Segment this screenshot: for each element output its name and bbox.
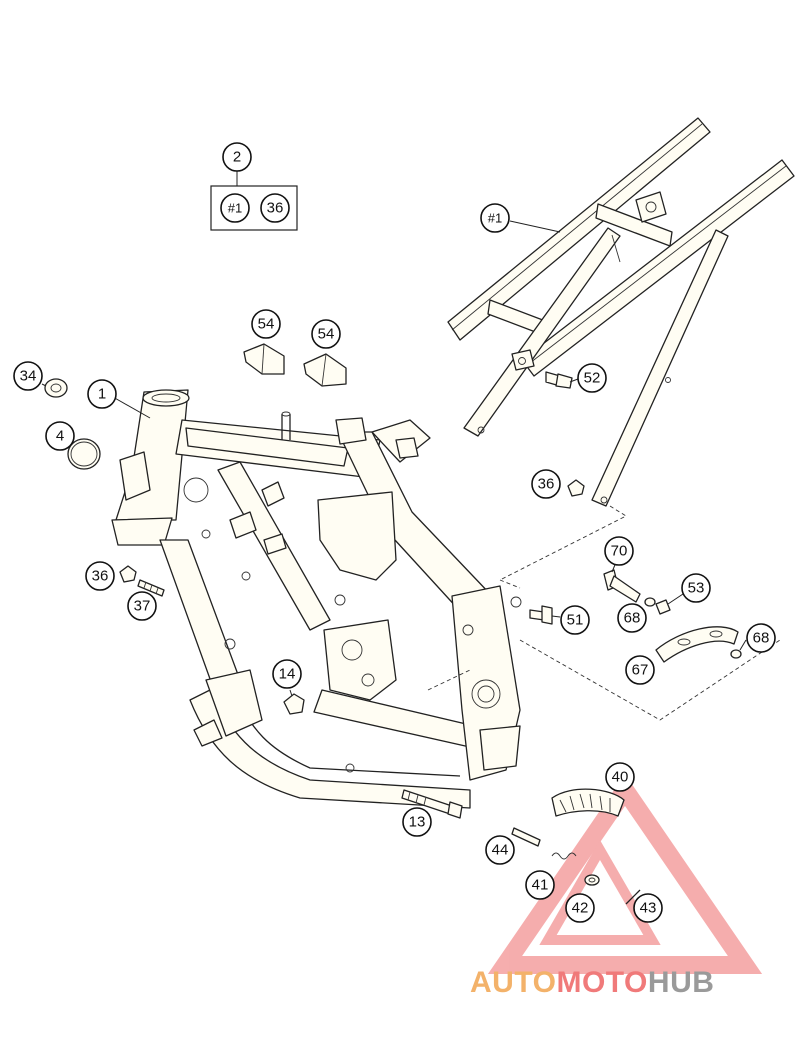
subframe — [447, 117, 795, 507]
svg-text:4: 4 — [56, 428, 64, 445]
part-14-nut — [283, 693, 305, 715]
svg-text:37: 37 — [134, 598, 151, 615]
part-40-footpeg — [551, 788, 625, 817]
callout-70[interactable]: 70 — [604, 536, 634, 566]
svg-text:36: 36 — [267, 200, 284, 217]
svg-text:13: 13 — [409, 814, 426, 831]
svg-text:41: 41 — [532, 877, 549, 894]
svg-text:54: 54 — [318, 326, 335, 343]
part-68-washer-a — [644, 597, 656, 607]
assembly-lines — [427, 505, 781, 721]
callout-36-right[interactable]: 36 — [531, 469, 561, 499]
svg-text:AUTOMOTOHUB: AUTOMOTOHUB — [470, 966, 714, 999]
callout-labels: 2 #1 36 #1 54 54 34 1 4 52 36 70 53 68 5… — [13, 142, 776, 923]
part-13-bolt — [401, 789, 463, 819]
svg-text:34: 34 — [20, 368, 37, 385]
callout-54-right[interactable]: 54 — [311, 319, 341, 349]
watermark-wordmark: AUTOMOTOHUB — [470, 966, 714, 999]
part-37-stud — [137, 579, 165, 597]
callout-kit-36[interactable]: 36 — [260, 193, 290, 223]
part-68-washer-b — [730, 649, 742, 659]
callout-68-b[interactable]: 68 — [746, 623, 776, 653]
svg-text:36: 36 — [538, 476, 555, 493]
callout-67[interactable]: 67 — [625, 655, 655, 685]
part-54-guard-right — [303, 353, 347, 387]
callout-54-left[interactable]: 54 — [251, 309, 281, 339]
svg-text:44: 44 — [492, 842, 509, 859]
callout-kit-1[interactable]: #1 — [220, 193, 250, 223]
svg-text:2: 2 — [233, 149, 241, 166]
svg-text:43: 43 — [640, 900, 657, 917]
part-54-guard-left — [243, 343, 285, 375]
part-53-spacer — [655, 599, 671, 615]
svg-text:14: 14 — [279, 666, 296, 683]
main-frame — [111, 389, 522, 809]
part-52-bolt — [545, 371, 573, 389]
callout-2[interactable]: 2 — [222, 142, 252, 172]
callout-53[interactable]: 53 — [681, 573, 711, 603]
callout-36-left[interactable]: 36 — [85, 561, 115, 591]
callout-4[interactable]: 4 — [45, 421, 75, 451]
callout-37[interactable]: 37 — [127, 591, 157, 621]
svg-text:53: 53 — [688, 580, 705, 597]
svg-text:#1: #1 — [488, 211, 502, 226]
watermark-auto: AUTO — [470, 966, 556, 999]
svg-text:68: 68 — [624, 610, 641, 627]
part-67-chain-guide — [655, 626, 739, 663]
callout-68-a[interactable]: 68 — [617, 603, 647, 633]
callout-40[interactable]: 40 — [605, 762, 635, 792]
svg-text:68: 68 — [753, 630, 770, 647]
part-70-bolt — [603, 569, 641, 603]
callout-44[interactable]: 44 — [485, 835, 515, 865]
svg-text:70: 70 — [611, 543, 628, 560]
svg-text:1: 1 — [98, 386, 106, 403]
callout-13[interactable]: 13 — [402, 807, 432, 837]
callout-52[interactable]: 52 — [577, 363, 607, 393]
callout-43[interactable]: 43 — [633, 893, 663, 923]
svg-text:#1: #1 — [228, 201, 242, 216]
callout-14[interactable]: 14 — [272, 659, 302, 689]
part-34-clamp — [44, 378, 68, 398]
watermark-hub: HUB — [648, 966, 715, 999]
svg-text:52: 52 — [584, 370, 601, 387]
watermark-moto: MOTO — [556, 966, 647, 999]
callout-41[interactable]: 41 — [525, 870, 555, 900]
part-4-ring — [67, 438, 101, 470]
callout-34[interactable]: 34 — [13, 361, 43, 391]
part-43-cotter-pin — [625, 889, 641, 905]
leader-lines — [41, 171, 747, 697]
part-41-spring — [551, 852, 577, 860]
svg-text:40: 40 — [612, 769, 629, 786]
part-44-pin — [511, 827, 541, 847]
part-51-bolt — [529, 605, 553, 625]
svg-text:51: 51 — [567, 612, 584, 629]
svg-text:42: 42 — [572, 900, 589, 917]
callout-51[interactable]: 51 — [560, 605, 590, 635]
part-36-nut-left — [119, 565, 137, 583]
part-36-nut-right — [567, 479, 585, 497]
svg-text:36: 36 — [92, 568, 109, 585]
svg-text:54: 54 — [258, 316, 275, 333]
svg-text:67: 67 — [632, 662, 649, 679]
callout-42[interactable]: 42 — [565, 893, 595, 923]
callout-1[interactable]: 1 — [87, 379, 117, 409]
callout-subframe-1[interactable]: #1 — [480, 203, 510, 233]
part-42-washer — [584, 874, 600, 886]
